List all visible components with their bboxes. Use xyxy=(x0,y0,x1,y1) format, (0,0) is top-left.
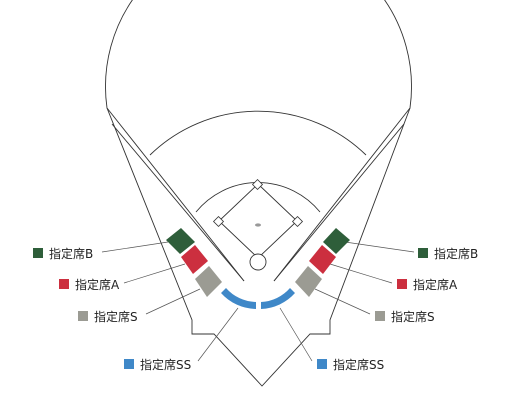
seat-block-right-a[interactable] xyxy=(309,245,336,274)
gray-swatch-icon xyxy=(78,311,88,321)
legend-label: 指定席B xyxy=(434,246,479,261)
seat-block-ss-right[interactable] xyxy=(261,288,295,309)
seat-block-left-s[interactable] xyxy=(195,266,222,297)
legend-label: 指定席SS xyxy=(140,357,192,372)
legend-left-seat-b: 指定席B xyxy=(33,245,93,261)
legend-left-seat-a: 指定席A xyxy=(59,276,119,292)
first-base xyxy=(291,215,304,228)
third-base xyxy=(212,215,225,228)
stadium-outline xyxy=(105,0,412,387)
blue-swatch-icon xyxy=(124,359,134,369)
left-field-wall xyxy=(106,107,245,282)
legend-right-seat-s: 指定席S xyxy=(375,308,435,324)
legend-left-seat-s: 指定席S xyxy=(78,308,138,324)
red-swatch-icon xyxy=(397,279,407,289)
second-base xyxy=(251,178,264,191)
legend-right-seat-a: 指定席A xyxy=(397,276,457,292)
home-plate-circle xyxy=(249,253,267,271)
pitcher-mound xyxy=(255,223,261,227)
blue-swatch-icon xyxy=(317,359,327,369)
red-swatch-icon xyxy=(59,279,69,289)
seat-block-left-a[interactable] xyxy=(181,245,208,274)
seat-block-left-b[interactable] xyxy=(166,228,195,254)
green-swatch-icon xyxy=(418,248,428,258)
legend-label: 指定席A xyxy=(75,277,120,292)
seat-block-right-b[interactable] xyxy=(323,228,350,254)
legend-left-seat-ss: 指定席SS xyxy=(124,356,191,372)
seat-block-ss-left[interactable] xyxy=(221,288,256,309)
legend-label: 指定席S xyxy=(391,309,435,324)
seat-block-right-s[interactable] xyxy=(295,266,322,297)
leader-lines xyxy=(101,241,415,362)
outfield-fence xyxy=(149,110,367,156)
legend-right-seat-b: 指定席B xyxy=(418,245,478,261)
legend-label: 指定席A xyxy=(413,277,458,292)
right-field-wall xyxy=(273,107,411,282)
legend-label: 指定席S xyxy=(94,309,138,324)
left-field-wall-inner xyxy=(111,123,245,282)
legend-label: 指定席SS xyxy=(333,357,385,372)
gray-swatch-icon xyxy=(375,311,385,321)
legend-right-seat-ss: 指定席SS xyxy=(317,356,384,372)
right-field-wall-inner xyxy=(273,123,405,282)
legend-label: 指定席B xyxy=(49,246,94,261)
baseball-diamond xyxy=(218,183,298,259)
green-swatch-icon xyxy=(33,248,43,258)
